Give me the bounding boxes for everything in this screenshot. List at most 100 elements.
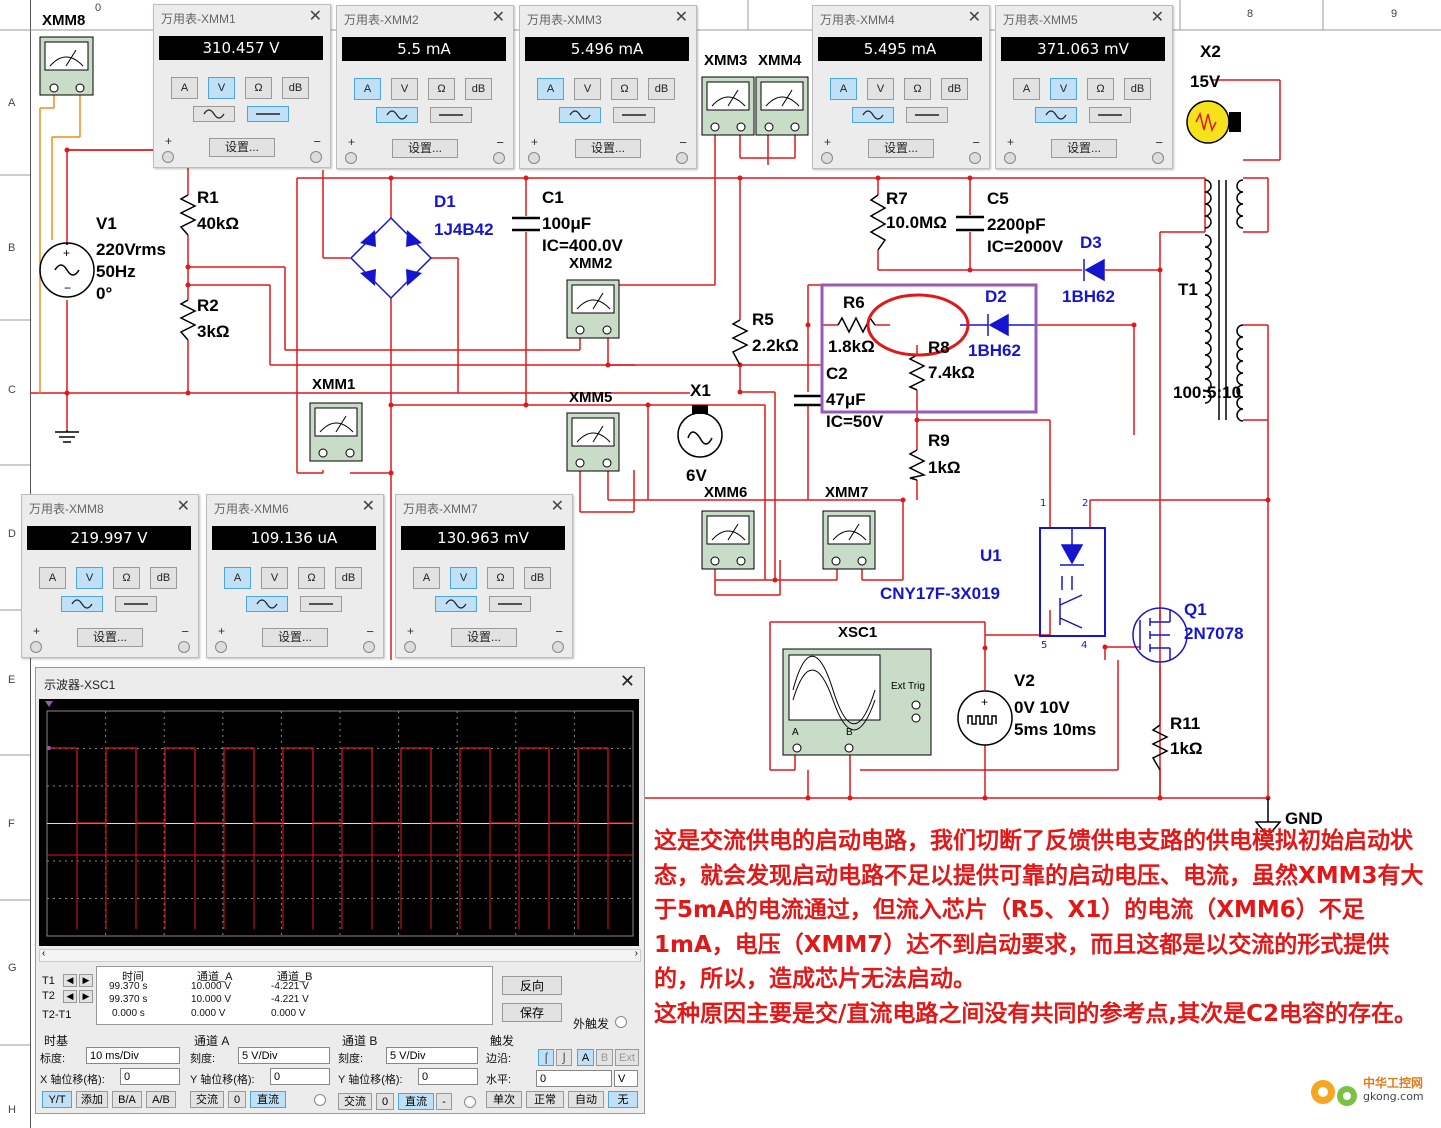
add-button[interactable]: 添加 [76, 1091, 108, 1108]
dc-line-button[interactable] [247, 106, 289, 122]
close-icon[interactable]: ✕ [967, 9, 981, 26]
minus-terminal[interactable] [178, 641, 190, 653]
oscilloscope-window[interactable]: 示波器-XSC1 ✕ [35, 667, 645, 1114]
minus-terminal[interactable] [310, 151, 322, 163]
plus-terminal[interactable] [1004, 152, 1016, 164]
minus-terminal[interactable] [1152, 152, 1164, 164]
yt-button[interactable]: Y/T [42, 1091, 72, 1108]
close-icon[interactable]: ✕ [176, 498, 190, 515]
channel-a-terminal[interactable] [314, 1094, 326, 1106]
close-icon[interactable]: ✕ [491, 9, 505, 26]
channel-b-offset-field[interactable]: 0 [418, 1068, 478, 1085]
scroll-right-icon[interactable]: › [634, 948, 638, 959]
settings-button[interactable]: 设置... [451, 628, 517, 647]
mode-button-a[interactable]: A [224, 567, 251, 589]
minus-terminal[interactable] [676, 152, 688, 164]
mode-button-ohm[interactable]: Ω [904, 78, 931, 100]
mode-button-ohm[interactable]: Ω [487, 567, 514, 589]
minus-terminal[interactable] [552, 641, 564, 653]
mode-button-v[interactable]: V [261, 567, 288, 589]
close-icon[interactable]: ✕ [361, 498, 375, 515]
mode-button-v[interactable]: V [450, 567, 477, 589]
mode-button-db[interactable]: dB [524, 567, 551, 589]
channel-b-minus-button[interactable]: - [436, 1093, 452, 1110]
dc-line-button[interactable] [300, 596, 342, 612]
mode-button-v[interactable]: V [867, 78, 894, 100]
dc-line-button[interactable] [430, 107, 472, 123]
t2-left-arrow-icon[interactable]: ◀ [63, 990, 77, 1003]
mode-button-db[interactable]: dB [648, 78, 675, 100]
scope-scrollbar[interactable]: ‹ › [39, 948, 641, 962]
channel-a-zero-button[interactable]: 0 [228, 1091, 246, 1108]
channel-b-terminal[interactable] [464, 1096, 476, 1108]
ac-wave-button[interactable] [559, 107, 601, 123]
channel-b-zero-button[interactable]: 0 [376, 1093, 394, 1110]
close-icon[interactable]: ✕ [550, 498, 564, 515]
reverse-button[interactable]: 反向 [502, 976, 562, 995]
plus-terminal[interactable] [162, 151, 174, 163]
settings-button[interactable]: 设置... [1051, 139, 1117, 158]
close-icon[interactable]: ✕ [308, 8, 322, 25]
dc-line-button[interactable] [115, 596, 157, 612]
mode-button-ohm[interactable]: Ω [113, 567, 140, 589]
settings-button[interactable]: 设置... [392, 139, 458, 158]
close-icon[interactable]: ✕ [674, 9, 688, 26]
mode-button-v[interactable]: V [1050, 78, 1077, 100]
mode-button-a[interactable]: A [413, 567, 440, 589]
ac-wave-button[interactable] [193, 106, 235, 122]
ac-wave-button[interactable] [61, 596, 103, 612]
ac-wave-button[interactable] [376, 107, 418, 123]
channel-a-ac-button[interactable]: 交流 [190, 1091, 224, 1108]
x-offset-field[interactable]: 0 [120, 1068, 180, 1085]
minus-terminal[interactable] [969, 152, 981, 164]
mode-button-ohm[interactable]: Ω [245, 77, 272, 99]
rising-edge-icon[interactable]: ⌠ [538, 1049, 554, 1066]
mode-button-db[interactable]: dB [941, 78, 968, 100]
edge-b-button[interactable]: B [596, 1049, 613, 1066]
scroll-left-icon[interactable]: ‹ [42, 948, 46, 959]
ba-button[interactable]: B/A [112, 1091, 142, 1108]
auto-button[interactable]: 自动 [568, 1091, 604, 1108]
plus-terminal[interactable] [528, 152, 540, 164]
minus-terminal[interactable] [493, 152, 505, 164]
settings-button[interactable]: 设置... [77, 628, 143, 647]
timebase-scale-field[interactable]: 10 ms/Div [86, 1047, 180, 1064]
plus-terminal[interactable] [30, 641, 42, 653]
mode-button-a[interactable]: A [171, 77, 198, 99]
mode-button-a[interactable]: A [1013, 78, 1040, 100]
ac-wave-button[interactable] [1035, 107, 1077, 123]
mode-button-a[interactable]: A [354, 78, 381, 100]
settings-button[interactable]: 设置... [575, 139, 641, 158]
mode-button-v[interactable]: V [574, 78, 601, 100]
edge-a-button[interactable]: A [577, 1049, 594, 1066]
t2-right-arrow-icon[interactable]: ▶ [79, 990, 93, 1003]
minus-terminal[interactable] [363, 641, 375, 653]
t1-left-arrow-icon[interactable]: ◀ [63, 974, 77, 987]
settings-button[interactable]: 设置... [262, 628, 328, 647]
ac-wave-button[interactable] [246, 596, 288, 612]
ac-wave-button[interactable] [852, 107, 894, 123]
mode-button-ohm[interactable]: Ω [298, 567, 325, 589]
dc-line-button[interactable] [906, 107, 948, 123]
dc-line-button[interactable] [1089, 107, 1131, 123]
mode-button-db[interactable]: dB [465, 78, 492, 100]
plus-terminal[interactable] [404, 641, 416, 653]
mode-button-db[interactable]: dB [335, 567, 362, 589]
channel-a-scale-field[interactable]: 5 V/Div [238, 1047, 330, 1064]
mode-button-db[interactable]: dB [150, 567, 177, 589]
settings-button[interactable]: 设置... [868, 139, 934, 158]
mode-button-ohm[interactable]: Ω [428, 78, 455, 100]
save-button[interactable]: 保存 [502, 1003, 562, 1022]
level-unit-select[interactable]: V [614, 1070, 638, 1087]
channel-a-dc-button[interactable]: 直流 [250, 1091, 286, 1108]
mode-button-a[interactable]: A [830, 78, 857, 100]
close-icon[interactable]: ✕ [619, 671, 635, 691]
mode-button-db[interactable]: dB [282, 77, 309, 99]
normal-button[interactable]: 正常 [526, 1091, 564, 1108]
ab-button[interactable]: A/B [146, 1091, 176, 1108]
